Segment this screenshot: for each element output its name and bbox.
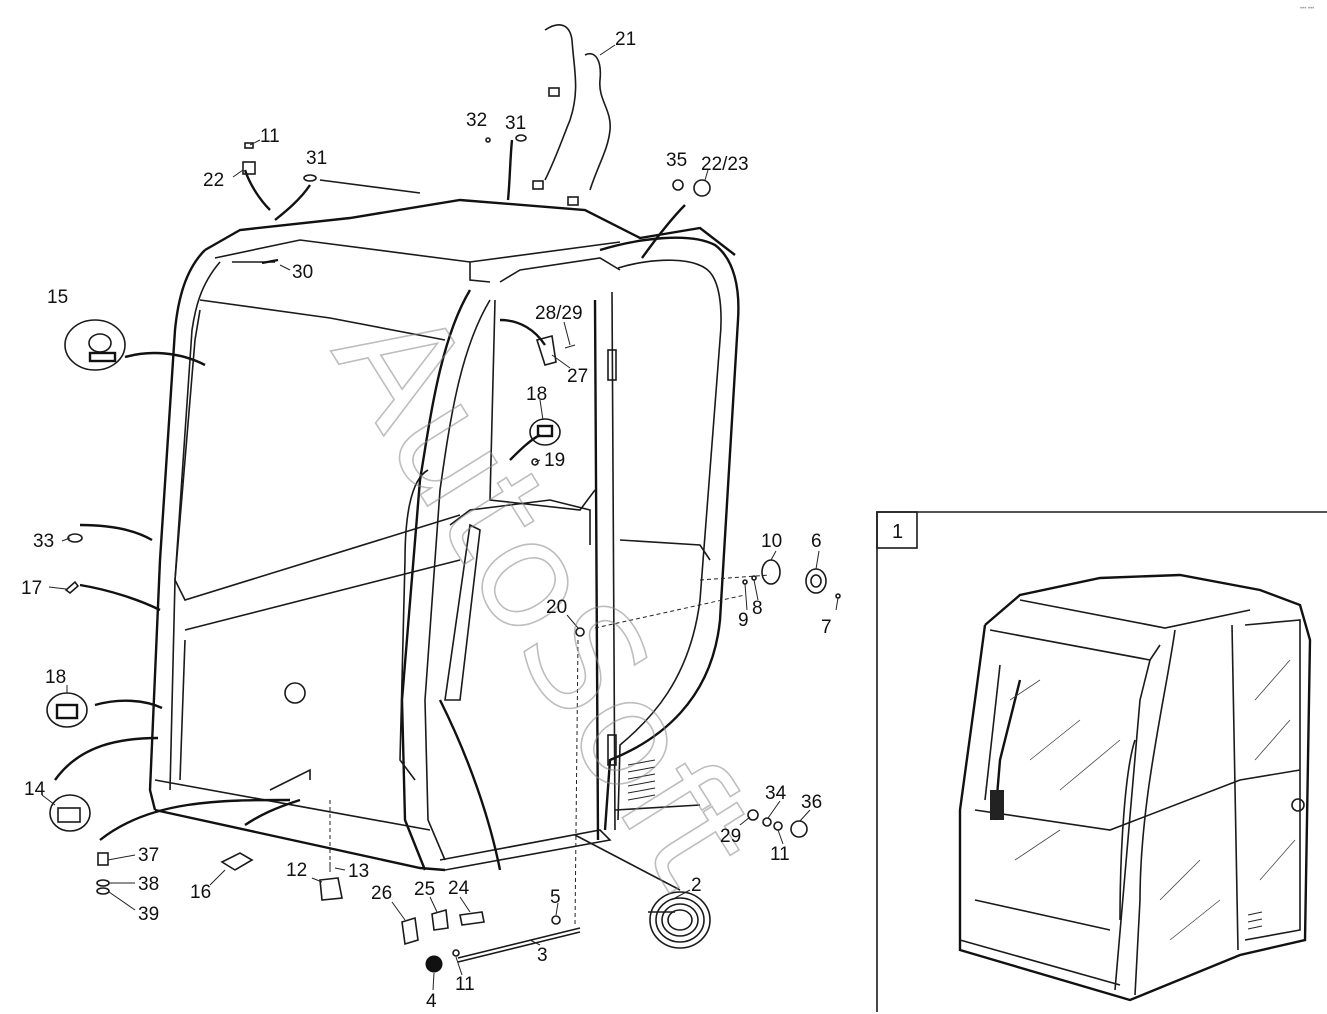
- inset-number-box: [876, 511, 918, 549]
- callout-31: 31: [306, 148, 327, 169]
- callout-3: 3: [537, 945, 548, 966]
- callout-25: 25: [414, 879, 435, 900]
- inset-number: 1: [892, 521, 903, 543]
- callout-21: 21: [615, 29, 636, 50]
- side-vent: [627, 759, 656, 801]
- callout-22-23: 22/23: [701, 154, 749, 175]
- callout-36: 36: [801, 792, 822, 813]
- pointer-arrows: [54, 139, 686, 891]
- small-parts: [46, 24, 841, 973]
- callout-5: 5: [550, 887, 561, 908]
- callout-18: 18: [526, 384, 547, 405]
- callout-26: 26: [371, 883, 392, 904]
- callout-30: 30: [292, 262, 313, 283]
- callout-29: 29: [720, 826, 741, 847]
- cab-frame: [148, 198, 740, 872]
- callout-19: 19: [544, 450, 565, 471]
- callout-11: 11: [770, 844, 790, 865]
- callout-4: 4: [426, 991, 437, 1012]
- callout-11: 11: [260, 126, 280, 147]
- callout-33: 33: [33, 531, 54, 552]
- callout-35: 35: [666, 150, 687, 171]
- callout-labels: 21 32 31 11 22 31 35 22/23 30 15 28/29 2…: [21, 29, 832, 1012]
- callout-2: 2: [691, 875, 702, 896]
- callout-28-29: 28/29: [535, 303, 583, 324]
- callout-13: 13: [348, 861, 369, 882]
- inset-panel: 1: [876, 511, 1327, 1012]
- callout-32: 32: [466, 110, 487, 131]
- callout-34: 34: [765, 783, 787, 804]
- callout-20: 20: [546, 597, 567, 618]
- corner-mark: ••• •••: [1300, 6, 1314, 12]
- callout-14: 14: [24, 779, 46, 800]
- callout-27: 27: [567, 366, 588, 387]
- callout-9: 9: [738, 610, 749, 631]
- callout-11: 11: [455, 974, 475, 995]
- callout-6: 6: [811, 531, 822, 552]
- callout-39: 39: [138, 904, 159, 925]
- callout-8: 8: [752, 598, 763, 619]
- callout-31: 31: [505, 113, 526, 134]
- callout-15: 15: [47, 287, 68, 308]
- callout-7: 7: [821, 617, 832, 638]
- callout-16: 16: [190, 882, 211, 903]
- callout-10: 10: [761, 531, 782, 552]
- callout-12: 12: [286, 860, 307, 881]
- assembly-lines: [329, 574, 771, 926]
- callout-37: 37: [138, 845, 159, 866]
- callout-17: 17: [21, 578, 42, 599]
- callout-24: 24: [448, 878, 470, 899]
- callout-38: 38: [138, 874, 159, 895]
- callout-22: 22: [203, 170, 224, 191]
- leader-lines: [41, 44, 839, 991]
- callout-18: 18: [45, 667, 66, 688]
- inset-cab: [958, 573, 1312, 1002]
